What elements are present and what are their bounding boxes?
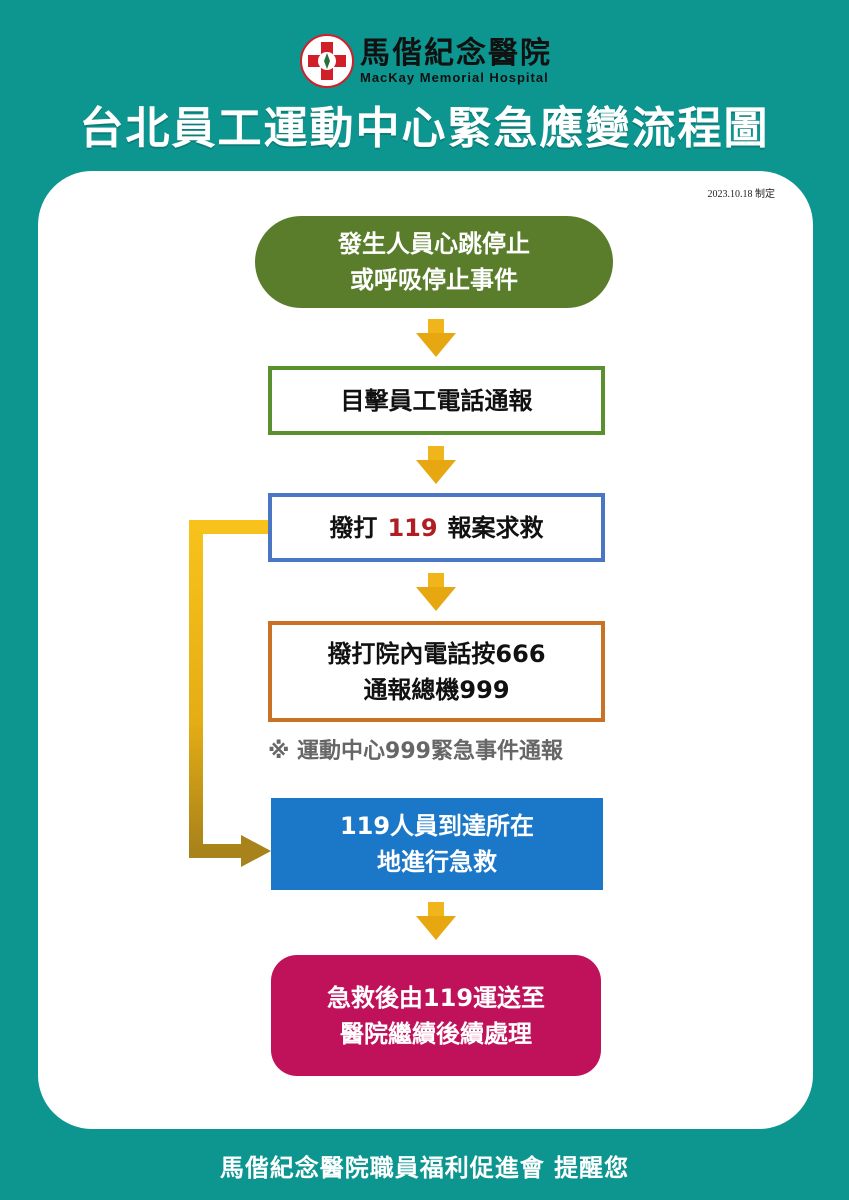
hospital-logo: 馬偕紀念醫院 MacKay Memorial Hospital bbox=[300, 34, 552, 88]
start-event-node: 發生人員心跳停止 或呼吸停止事件 bbox=[255, 216, 613, 308]
center-note: ※ 運動中心999緊急事件通報 bbox=[268, 739, 563, 764]
emergency-number: 119 bbox=[387, 513, 438, 542]
bypass-connector bbox=[189, 520, 271, 867]
revision-date: 2023.10.18 制定 bbox=[707, 189, 776, 200]
arrow-down-icon bbox=[416, 319, 456, 357]
page-title: 台北員工運動中心緊急應變流程圖 bbox=[79, 103, 770, 154]
logo-english-name: MacKay Memorial Hospital bbox=[360, 69, 549, 85]
witness-report-node: 目擊員工電話通報 bbox=[268, 366, 605, 435]
hospital-emblem-icon bbox=[300, 34, 354, 88]
arrow-down-icon bbox=[416, 902, 456, 940]
arrow-down-icon bbox=[416, 573, 456, 611]
footer-reminder: 馬偕紀念醫院職員福利促進會 提醒您 bbox=[219, 1153, 630, 1182]
transport-node: 急救後由119運送至 醫院繼續後續處理 bbox=[271, 955, 601, 1076]
logo-chinese-name: 馬偕紀念醫院 bbox=[360, 35, 552, 71]
arrow-down-icon bbox=[416, 446, 456, 484]
rescue-node: 119人員到達所在 地進行急救 bbox=[271, 798, 603, 890]
flowchart-card: 2023.10.18 制定 發生人員心跳停止 或呼吸停止事件 目擊員工電話通報 … bbox=[38, 171, 813, 1129]
internal-call-node: 撥打院內電話按666 通報總機999 bbox=[268, 621, 605, 722]
